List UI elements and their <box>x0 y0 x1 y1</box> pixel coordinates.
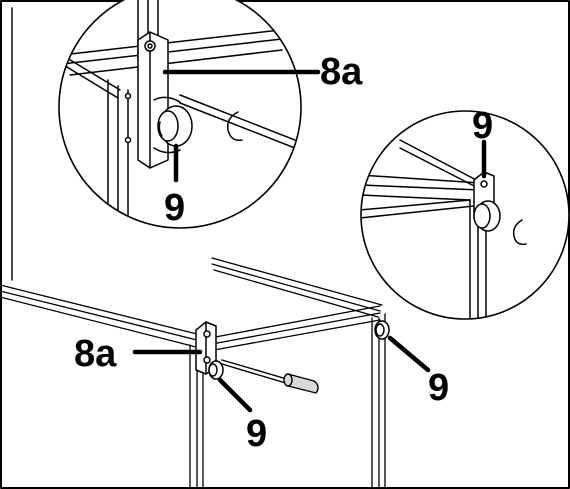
callout-right-9: 9 <box>472 105 493 147</box>
callout-bottom-9-right: 9 <box>428 367 449 409</box>
cabinet-frame <box>0 257 386 489</box>
lower-corner-bracket <box>195 321 217 375</box>
detail-circle-right <box>360 110 570 320</box>
callout-top-left-8a: 8a <box>320 51 363 93</box>
callout-bottom-9-left: 9 <box>246 413 267 455</box>
leader-bottom-9-left <box>217 377 253 413</box>
callout-bottom-8a: 8a <box>74 333 117 375</box>
left-outer-post <box>0 7 13 281</box>
right-corner-knob <box>374 320 390 340</box>
callout-top-left-9: 9 <box>164 187 185 229</box>
lower-leader-lines <box>132 335 431 413</box>
leader-bottom-9-right <box>387 335 431 373</box>
lower-left-knob <box>208 360 224 380</box>
detail-circle-top-left <box>58 0 321 229</box>
screwdriver-tool <box>221 359 319 394</box>
